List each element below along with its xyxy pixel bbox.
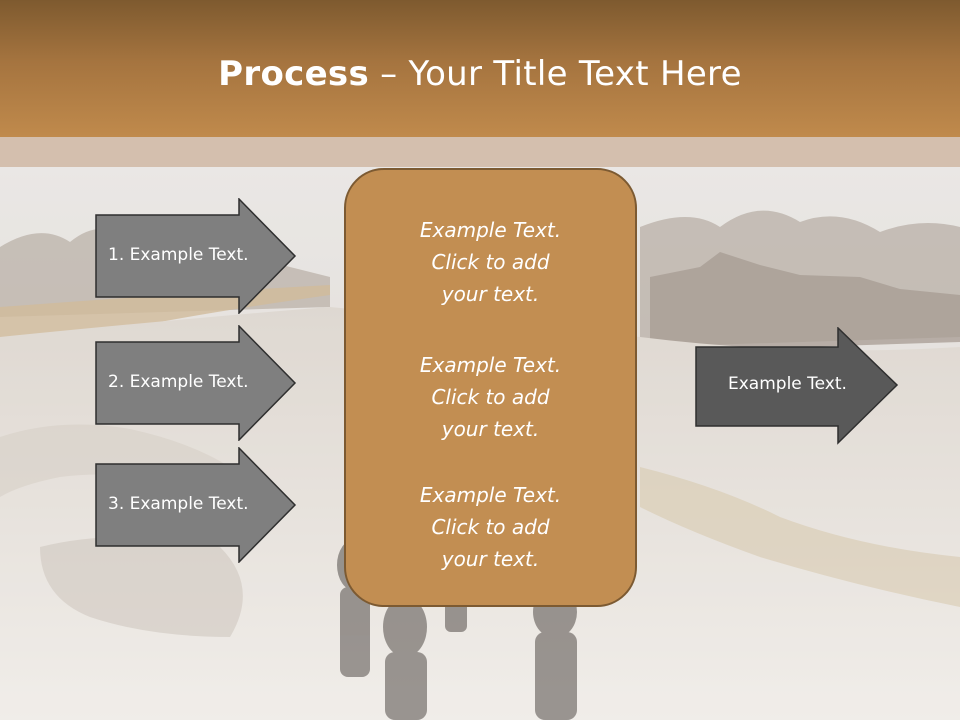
arrow-shape-3 <box>95 447 297 563</box>
header-band <box>0 137 960 167</box>
title-bar: Process – Your Title Text Here <box>0 0 960 137</box>
center-block-1-line-2: Click to add <box>431 250 550 274</box>
right-arrow-label: Example Text. <box>728 374 847 394</box>
center-block-1-line-1: Example Text. <box>419 218 562 242</box>
title-bold: Process <box>218 54 370 94</box>
right-arrow-shape <box>695 327 899 445</box>
arrow-shape-2 <box>95 325 297 441</box>
left-arrow-3[interactable]: 3. Example Text. <box>95 447 297 563</box>
center-block-3-line-1: Example Text. <box>419 483 562 507</box>
center-block-3-line-3: your text. <box>441 547 540 571</box>
arrow-shape-1 <box>95 198 297 314</box>
slide-title[interactable]: Process – Your Title Text Here <box>0 52 960 96</box>
left-arrow-1-label: 1. Example Text. <box>108 245 249 265</box>
center-block-2-line-2: Click to add <box>431 385 550 409</box>
center-block-2: Example Text. Click to add your text. <box>346 349 635 445</box>
left-arrow-2[interactable]: 2. Example Text. <box>95 325 297 441</box>
center-text-box[interactable]: Example Text. Click to add your text. Ex… <box>344 168 637 607</box>
right-arrow[interactable]: Example Text. <box>695 327 899 445</box>
center-block-3-line-2: Click to add <box>431 515 550 539</box>
center-block-2-line-1: Example Text. <box>419 353 562 377</box>
center-block-3: Example Text. Click to add your text. <box>346 479 635 575</box>
center-block-2-line-3: your text. <box>441 417 540 441</box>
center-block-1: Example Text. Click to add your text. <box>346 214 635 310</box>
title-rest: – Your Title Text Here <box>369 54 742 94</box>
left-arrow-1[interactable]: 1. Example Text. <box>95 198 297 314</box>
left-arrow-2-label: 2. Example Text. <box>108 372 249 392</box>
left-arrow-3-label: 3. Example Text. <box>108 494 249 514</box>
center-block-1-line-3: your text. <box>441 282 540 306</box>
